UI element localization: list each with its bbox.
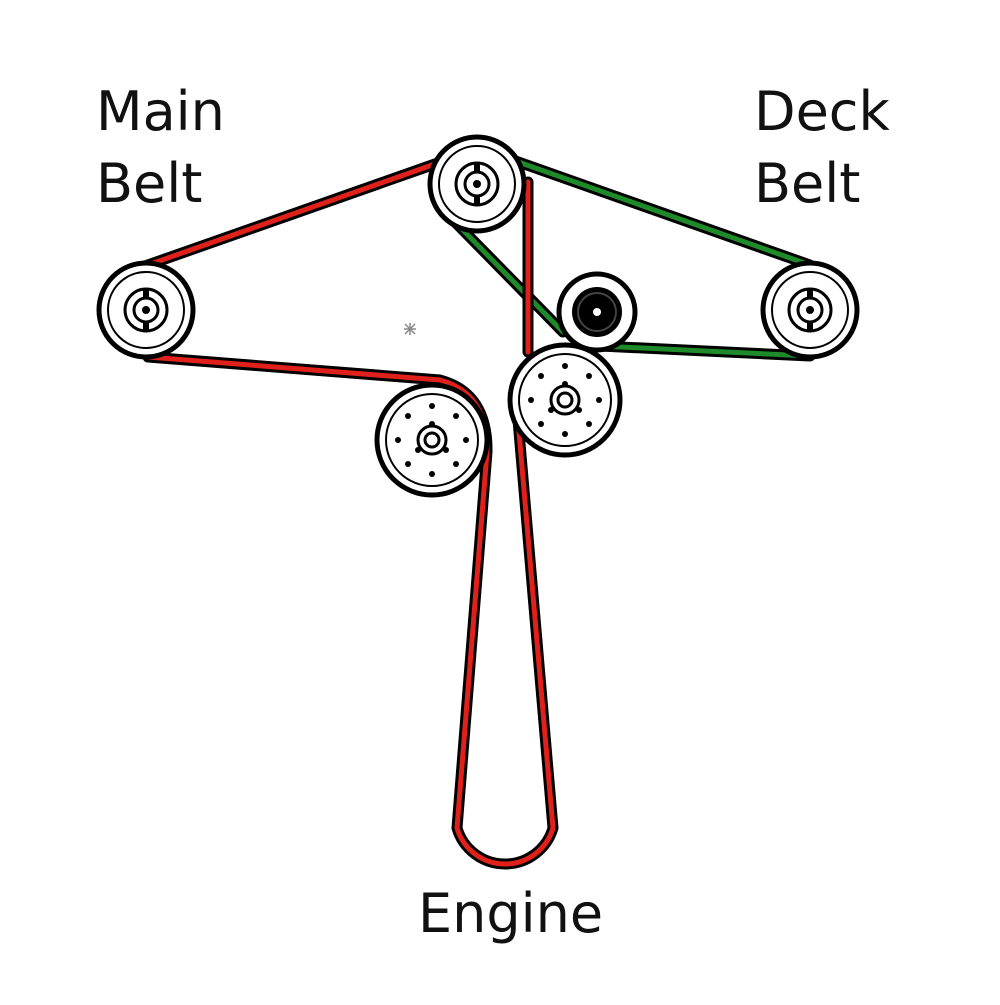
left-idler-pulley [374, 382, 490, 498]
main-belt-label: Main Belt [96, 76, 225, 220]
top-pulley [427, 134, 527, 234]
center-idler-pulley [556, 271, 638, 353]
left-pulley [96, 260, 196, 360]
deck-belt-label: Deck Belt [754, 76, 890, 220]
deck-belt-label-line2: Belt [754, 152, 861, 215]
left-idler-dots [395, 403, 469, 477]
main-belt-label-line2: Belt [96, 152, 203, 215]
right-idler-dots [528, 363, 602, 437]
deck-pulley [760, 260, 860, 360]
pivot-mark [404, 323, 416, 335]
right-idler-pulley [507, 342, 623, 458]
engine-label: Engine [418, 882, 604, 945]
deck-belt [449, 141, 816, 362]
deck-belt-label-line1: Deck [754, 80, 890, 143]
main-belt-label-line1: Main [96, 80, 225, 143]
main-belt-left-loop [142, 351, 559, 870]
